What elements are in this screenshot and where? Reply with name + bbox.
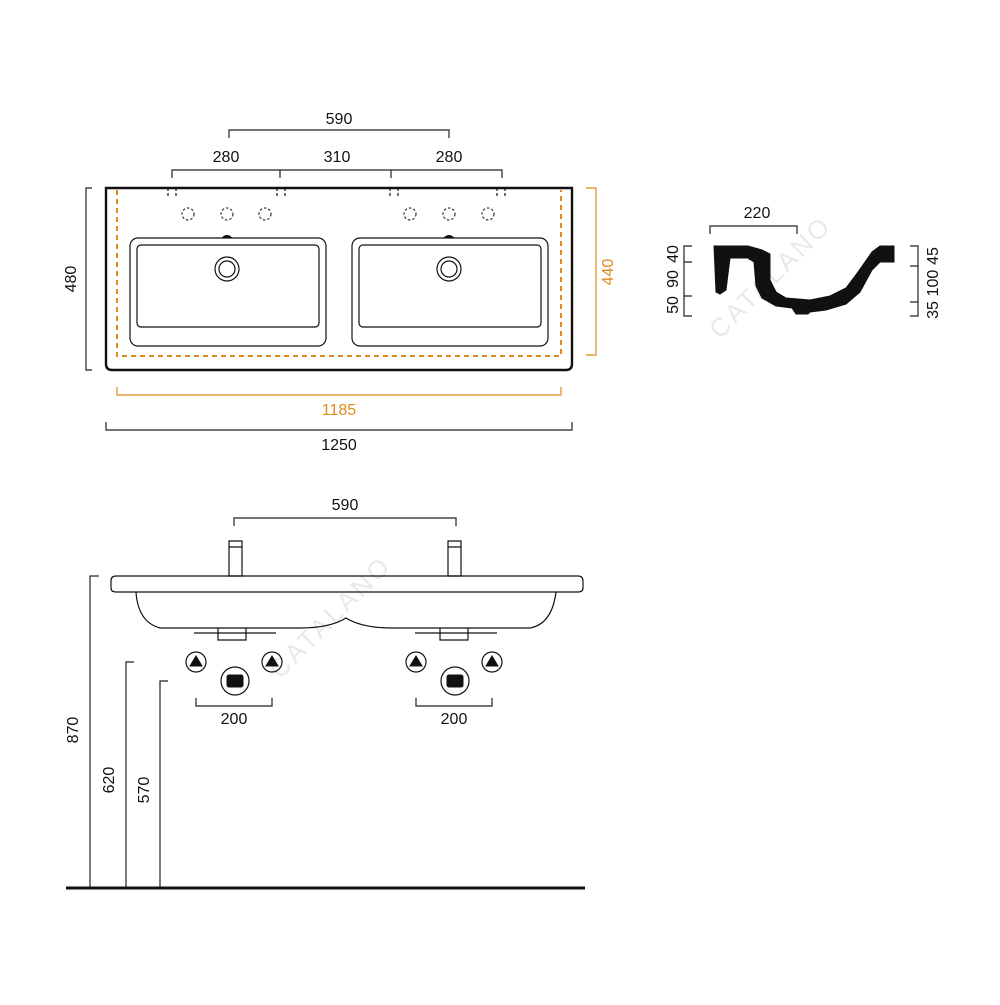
basin-front-outline: [110, 575, 584, 593]
dim-label-570: 570: [136, 777, 153, 804]
section-profile: [713, 245, 895, 315]
dim-label-section-50: 50: [665, 296, 682, 314]
dim-label-220: 220: [744, 205, 771, 222]
dim-label-590-top: 590: [326, 111, 353, 128]
faucets: [228, 540, 462, 577]
right-bowl: [351, 235, 549, 347]
dim-depth: 480: [63, 187, 92, 371]
dim-faucet-spacing: 280 310 280: [171, 149, 503, 178]
dim-inner-depth: 440: [586, 187, 617, 356]
dim-section-right: 45 100 35: [910, 245, 942, 319]
dim-outlet-right: 200: [415, 698, 493, 728]
left-bowl: [129, 235, 327, 347]
dim-label-280-right: 280: [436, 149, 463, 166]
dim-label-590-front: 590: [332, 497, 359, 514]
dim-label-section-40: 40: [665, 245, 682, 263]
top-view: 590 280 310 280: [63, 111, 617, 454]
dim-section-top: 220: [709, 205, 798, 234]
dim-heights: 870 620 570: [65, 575, 168, 888]
dim-inner-width: 1185: [116, 387, 562, 419]
front-view: 590: [65, 497, 585, 890]
section-view: 220 40 90 50 45 100 35: [665, 205, 942, 319]
watermark-front: CATALANO: [263, 550, 398, 685]
dim-label-310: 310: [324, 149, 351, 166]
dim-label-200-right: 200: [441, 711, 468, 728]
faucet-left: [228, 540, 243, 577]
faucet-right: [447, 540, 462, 577]
dim-label-280-left: 280: [213, 149, 240, 166]
drains-front: [194, 628, 497, 641]
dim-faucets-front: 590: [233, 497, 457, 526]
section-inner-lines: [719, 251, 888, 305]
inner-footprint-dashed: [116, 190, 562, 357]
dim-label-section-45: 45: [925, 247, 942, 265]
dim-label-480: 480: [63, 266, 80, 293]
dim-section-left: 40 90 50: [665, 245, 692, 317]
tap-holes: [181, 207, 495, 221]
dim-width: 1250: [105, 422, 573, 454]
outlets-right: [405, 651, 503, 696]
dim-faucets-top: 590: [228, 111, 450, 138]
basin-front-body: [135, 591, 557, 629]
dim-label-1250: 1250: [321, 437, 357, 454]
basin-top-outline: [104, 186, 574, 372]
dim-label-section-100: 100: [925, 270, 942, 297]
dim-label-440: 440: [600, 259, 617, 286]
dim-label-section-90: 90: [665, 270, 682, 288]
dim-label-1185: 1185: [322, 402, 357, 419]
dim-label-200-left: 200: [221, 711, 248, 728]
dim-label-620: 620: [101, 767, 118, 794]
dim-label-870: 870: [65, 717, 82, 744]
dim-outlet-left: 200: [195, 698, 273, 728]
outlets-left: [185, 651, 283, 696]
dim-label-section-35: 35: [925, 301, 942, 319]
